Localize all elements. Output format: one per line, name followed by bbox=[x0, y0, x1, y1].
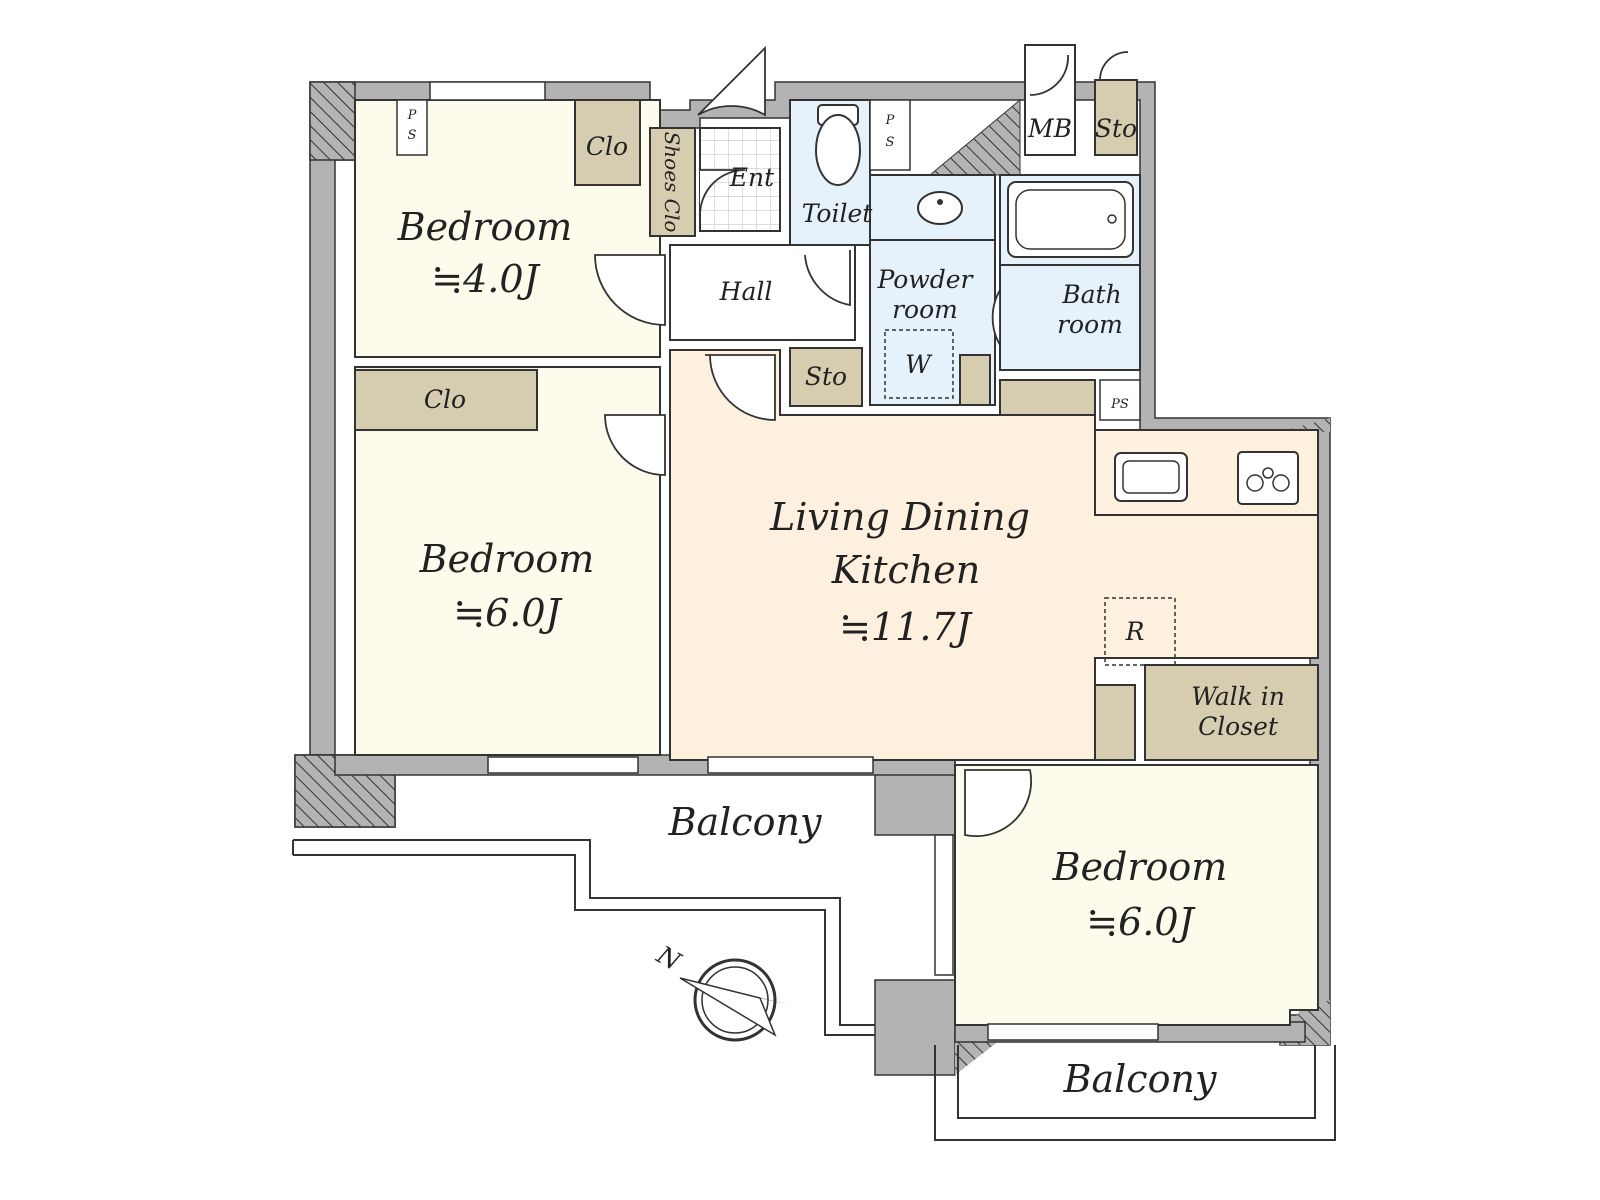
stove-icon bbox=[1237, 451, 1299, 505]
pipe-space-nw-p: P bbox=[407, 108, 417, 123]
bath-room-label-line1: Bath bbox=[1061, 280, 1121, 309]
bedroom-nw-name: Bedroom bbox=[397, 205, 573, 249]
doors bbox=[594, 45, 1129, 838]
storage-labels: Clo Clo Shoes Clo Sto Sto MB PS P S P S bbox=[407, 108, 1137, 414]
ldk-name-line2: Kitchen bbox=[831, 548, 981, 592]
pipe-space-label: PS bbox=[1110, 397, 1129, 412]
hall-label: Hall bbox=[719, 277, 773, 306]
sink-icon bbox=[917, 191, 963, 225]
pipe-space-n-p: P bbox=[885, 113, 895, 128]
toilet-label: Toilet bbox=[802, 199, 874, 228]
bath-room-label-line2: room bbox=[1057, 310, 1123, 339]
washer-space bbox=[884, 329, 954, 399]
refrigerator-label: R bbox=[1125, 617, 1145, 646]
bedroom-se-area bbox=[954, 764, 1319, 1026]
ldk-name-line1: Living Dining bbox=[769, 495, 1030, 539]
walk-in-closet-label-line1: Walk in bbox=[1191, 682, 1285, 711]
balcony-east-label: Balcony bbox=[1063, 1057, 1217, 1101]
washer-label: W bbox=[905, 350, 933, 379]
bedroom-w-size: ≒6.0J bbox=[453, 591, 562, 635]
walk-in-closet-label-line2: Closet bbox=[1198, 712, 1279, 741]
storage-areas bbox=[354, 44, 1319, 761]
windows bbox=[429, 81, 1159, 1041]
storage-outside-label: Sto bbox=[1095, 114, 1137, 143]
balcony-labels: Balcony Balcony bbox=[668, 800, 1217, 1101]
compass-icon: N bbox=[651, 940, 790, 1042]
bedroom-se-size: ≒6.0J bbox=[1086, 900, 1195, 944]
pipe-space-nw-s: S bbox=[408, 128, 417, 143]
closet-nw-label: Clo bbox=[586, 132, 628, 161]
closet-w-label: Clo bbox=[424, 385, 466, 414]
storage-hall-label: Sto bbox=[805, 362, 847, 391]
meter-box-label: MB bbox=[1027, 114, 1072, 143]
entrance-label: Ent bbox=[729, 163, 775, 192]
toilet-icon bbox=[815, 104, 861, 186]
balcony-outlines bbox=[292, 839, 1336, 1141]
room-labels: Bedroom ≒4.0J Bedroom ≒6.0J Bedroom ≒6.0… bbox=[397, 163, 1285, 944]
bedroom-se-name: Bedroom bbox=[1052, 845, 1228, 889]
fixtures bbox=[815, 104, 1299, 666]
powder-room-label-line1: Powder bbox=[876, 265, 974, 294]
compass-north-label: N bbox=[651, 940, 686, 977]
refrigerator-space bbox=[1104, 597, 1176, 666]
bedroom-nw-size: ≒4.0J bbox=[431, 257, 540, 301]
shoes-closet-label: Shoes Clo bbox=[660, 132, 684, 233]
pipe-space-n-s: S bbox=[886, 135, 895, 150]
bathtub-icon bbox=[1007, 181, 1134, 258]
kitchen-sink-icon bbox=[1114, 452, 1188, 502]
balcony-south-label: Balcony bbox=[668, 800, 822, 844]
ldk-size: ≒11.7J bbox=[839, 605, 972, 649]
powder-room-label-line2: room bbox=[892, 295, 958, 324]
bedroom-w-name: Bedroom bbox=[419, 537, 595, 581]
